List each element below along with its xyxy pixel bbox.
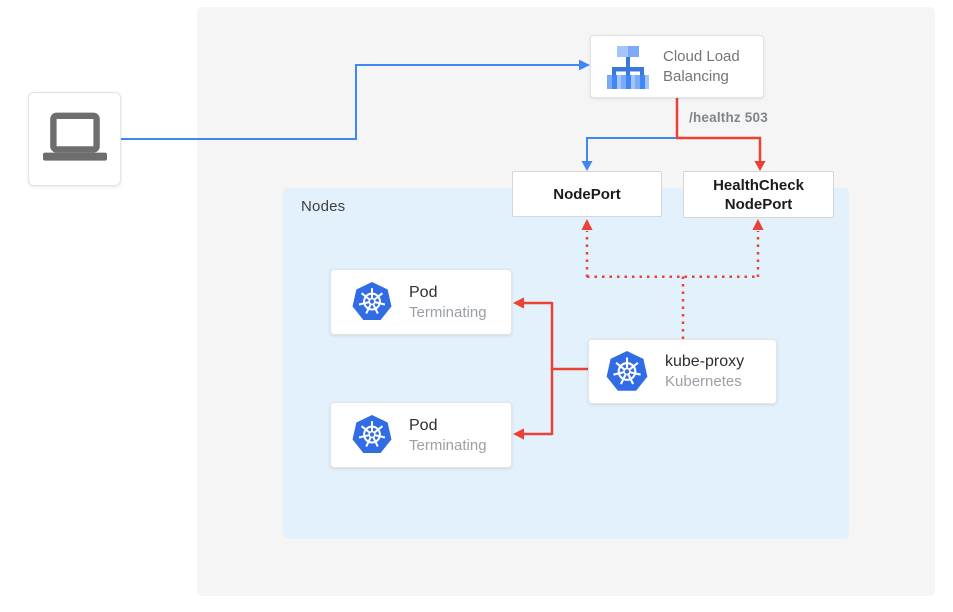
kubernetes-icon xyxy=(351,414,393,456)
pod-title: Pod xyxy=(409,283,438,301)
cloud-load-balancing-label: Cloud Load Balancing xyxy=(663,47,740,85)
cloud-load-balancing-card: Cloud Load Balancing xyxy=(590,35,764,98)
pod-status: Terminating xyxy=(409,436,487,454)
pod-card: Pod Terminating xyxy=(330,269,512,335)
nodeport-label: NodePort xyxy=(553,185,621,203)
kube-proxy-title: kube-proxy xyxy=(665,353,745,370)
healthz-status-label: /healthz 503 xyxy=(689,110,768,125)
client-device-card xyxy=(28,92,121,186)
kubernetes-icon xyxy=(351,281,393,323)
kube-proxy-subtitle: Kubernetes xyxy=(665,373,742,390)
nodes-region-label: Nodes xyxy=(301,198,346,215)
kube-proxy-card: kube-proxy Kubernetes xyxy=(588,339,777,404)
pod-card: Pod Terminating xyxy=(330,402,512,468)
healthcheck-nodeport-box: HealthCheck NodePort xyxy=(683,171,834,218)
healthcheck-nodeport-label: HealthCheck NodePort xyxy=(713,176,804,213)
kubernetes-icon xyxy=(605,350,649,394)
load-balancer-icon xyxy=(605,44,651,89)
pod-title: Pod xyxy=(409,416,438,434)
laptop-icon xyxy=(42,111,107,167)
nodeport-box: NodePort xyxy=(512,171,662,217)
pod-status: Terminating xyxy=(409,303,487,321)
